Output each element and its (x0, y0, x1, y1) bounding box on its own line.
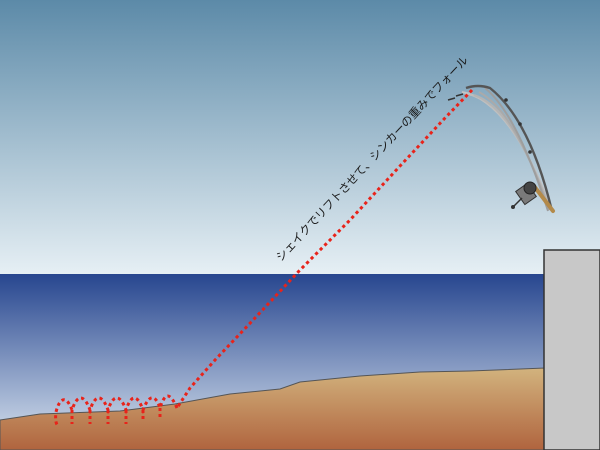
sky-background (0, 0, 600, 276)
hop-drop-marks (70, 408, 162, 424)
fishing-line-path (175, 88, 474, 409)
reel-icon (511, 181, 538, 209)
fishing-rod-icon (447, 84, 555, 213)
pier-block (543, 249, 600, 450)
